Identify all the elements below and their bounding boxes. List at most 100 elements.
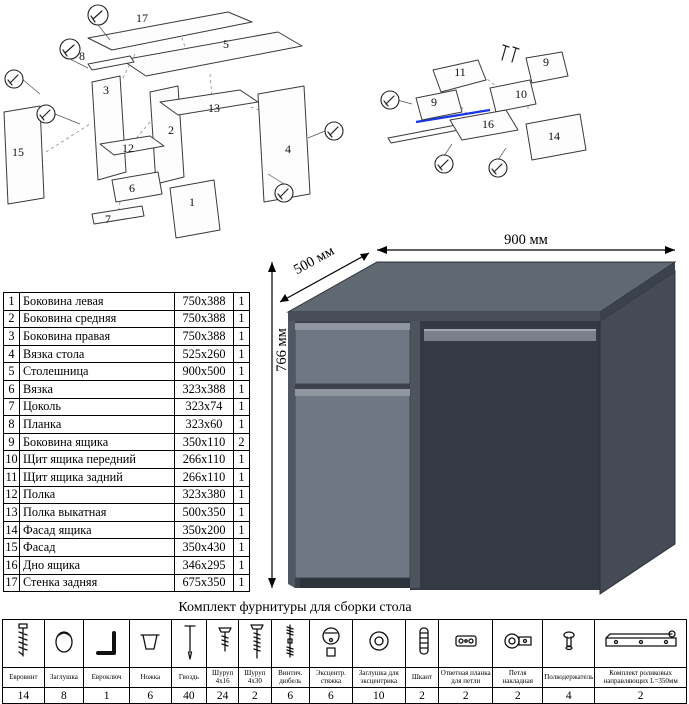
part-label-9b: 9 <box>431 95 437 109</box>
part-num: 12 <box>3 485 20 505</box>
desk-plinth <box>300 578 410 588</box>
part-label-4: 4 <box>285 142 291 156</box>
part-num: 9 <box>3 432 20 452</box>
part-size: 323x380 <box>174 485 234 505</box>
height-dimension-arrow <box>268 262 276 588</box>
part-size: 750x388 <box>174 292 234 311</box>
hardware-qty: 2 <box>492 687 544 704</box>
panel-side-right-3 <box>91 75 127 181</box>
part-label-8: 8 <box>79 49 85 63</box>
hardware-qty: 6 <box>309 687 353 704</box>
part-size: 323x388 <box>174 379 234 399</box>
part-qty: 1 <box>233 292 250 311</box>
panel-tabletop-5 <box>121 31 303 77</box>
part-qty: 1 <box>233 397 250 417</box>
assembly-dash-line <box>477 71 497 87</box>
hardware-callout <box>434 154 454 174</box>
camlock-icon <box>322 627 340 657</box>
hexkey-icon <box>95 631 116 655</box>
part-size: 266x110 <box>174 450 234 469</box>
part-size: 350x200 <box>174 520 234 540</box>
euroscrew-icon <box>18 623 28 657</box>
panel-desk-brace-4 <box>257 85 311 203</box>
part-qty: 1 <box>233 520 250 540</box>
hardware-qty: 8 <box>43 687 85 704</box>
panel-side-left-1 <box>169 179 221 239</box>
part-qty: 1 <box>233 309 250 329</box>
panel-strip-8 <box>87 55 135 71</box>
part-num: 4 <box>3 344 20 364</box>
plug-icon <box>55 631 73 653</box>
panel-back-wall-17 <box>87 11 253 51</box>
part-qty: 1 <box>233 362 250 381</box>
hardware-qty: 2 <box>404 687 440 704</box>
hardware-callout <box>380 90 400 110</box>
hardware-qty: 2 <box>594 687 687 704</box>
assembly-dash-line <box>117 201 121 215</box>
part-size: 350x430 <box>174 538 234 557</box>
hardware-name: Заглушка для эксцентрика <box>351 667 406 688</box>
hardware-name: Заглушка <box>43 667 85 688</box>
hardware-table: Евровинт Заглушка Евроключ Ножка Гвоздь … <box>2 619 687 704</box>
drawer-side-9b <box>415 89 463 121</box>
part-label-12: 12 <box>122 141 134 155</box>
hardware-icons-row <box>2 619 687 668</box>
camcap-icon <box>369 631 389 651</box>
part-num: 17 <box>3 573 20 593</box>
part-name: Цоколь <box>19 397 175 417</box>
hardware-qty: 1 <box>83 687 130 704</box>
hardware-callout <box>87 4 109 26</box>
part-label-2: 2 <box>168 123 174 137</box>
desk-drawer-front <box>294 322 411 385</box>
part-label-13: 13 <box>208 101 220 115</box>
desk-left-panel-edge <box>288 321 295 588</box>
part-label-14: 14 <box>548 129 560 143</box>
height-label: 766 мм <box>274 328 290 372</box>
part-name: Щит ящика задний <box>19 467 175 487</box>
part-qty: 1 <box>233 344 250 364</box>
part-qty: 1 <box>233 415 250 434</box>
desk-top-side-edge <box>600 262 675 321</box>
part-size: 750x388 <box>174 327 234 346</box>
part-name: Боковина средняя <box>19 309 175 329</box>
desk-keyboard-tray <box>424 329 596 341</box>
hardware-qty: 6 <box>270 687 311 704</box>
desk-right-panel <box>599 270 676 595</box>
part-qty: 1 <box>233 485 250 505</box>
roller-guide <box>415 108 491 124</box>
part-num: 1 <box>3 292 20 311</box>
desk-top-front-edge <box>288 312 600 321</box>
part-num: 3 <box>3 327 20 346</box>
hardware-callout <box>59 38 81 60</box>
part-qty: 1 <box>233 503 250 522</box>
part-qty: 1 <box>233 467 250 487</box>
callout-leader <box>307 130 326 139</box>
part-size: 346x295 <box>174 555 234 575</box>
callout-leader <box>443 143 453 157</box>
hardware-name: Евровинт <box>2 667 45 688</box>
nail-icon <box>183 625 196 660</box>
part-name: Фасад <box>19 538 175 557</box>
part-label-17: 17 <box>136 11 148 25</box>
part-qty: 1 <box>233 555 250 575</box>
hardware-qty: 6 <box>128 687 172 704</box>
depth-label: 500 мм <box>291 243 337 278</box>
drawer-front-shield-10 <box>489 79 537 113</box>
hardware-qty: 2 <box>238 687 272 704</box>
callout-leader <box>97 24 111 41</box>
hardware-name: Винтич. дюбель <box>270 667 311 688</box>
depth-dimension-arrow <box>279 252 370 303</box>
part-num: 7 <box>3 397 20 417</box>
part-size: 675x350 <box>174 573 234 593</box>
hardware-names-row: Евровинт Заглушка Евроключ Ножка Гвоздь … <box>2 667 687 688</box>
